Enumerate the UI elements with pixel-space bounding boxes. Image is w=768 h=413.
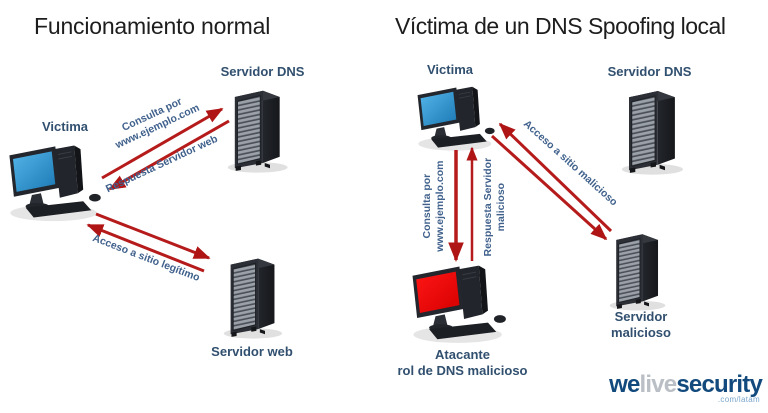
victim-computer-right-icon [417,86,496,152]
consulta-line2-right: www.ejemplo.com [434,160,446,252]
attacker-line1: Atacante [435,347,490,362]
acceso-arrow-label-left: Acceso a sitio legítimo [90,232,202,285]
attacker-computer-icon [412,265,507,344]
victim-computer-left-icon [8,145,102,222]
web-server-label-left: Servidor web [211,344,293,359]
dns-server-right-icon [621,90,684,176]
malicious-server-icon [609,233,666,311]
dns-server-label-right: Servidor DNS [607,64,692,79]
right-panel-title: Víctima de un DNS Spoofing local [395,13,726,39]
welivesecurity-logo: welivesecurity .com/latam [609,371,763,405]
acceso-arrow-label-right: Acceso a sitio malicioso [521,117,620,209]
respuesta-arrow-label-right: Respuesta Servidor malicioso [482,147,508,267]
web-server-left-icon [223,258,283,340]
welivesecurity-logo-text: welivesecurity [609,371,763,398]
respuesta-line1-right: Respuesta Servidor [481,157,494,257]
logo-domain: .com/latam [717,395,760,405]
malicious-server-label: Servidor malicioso [591,309,691,340]
attacker-label: Atacante rol de DNS malicioso [380,347,545,378]
respuesta-line2-right: malicioso [495,182,507,232]
consulta-line1-right: Consulta por [420,173,433,239]
malicious-server-line2: malicioso [611,324,671,340]
logo-security: security [676,371,762,398]
logo-we: we [609,371,640,398]
victim-label-right: Victima [426,62,473,77]
dns-server-left-icon [227,90,289,174]
dns-server-label-left: Servidor DNS [220,64,305,79]
logo-live: live [639,371,678,398]
left-panel-title: Funcionamiento normal [34,13,271,39]
consulta-arrow-label-right: Consulta por www.ejemplo.com [421,150,447,262]
attacker-line2: rol de DNS malicioso [397,362,528,378]
victim-label-left: Victima [41,119,88,134]
malicious-server-line1: Servidor [614,309,668,324]
